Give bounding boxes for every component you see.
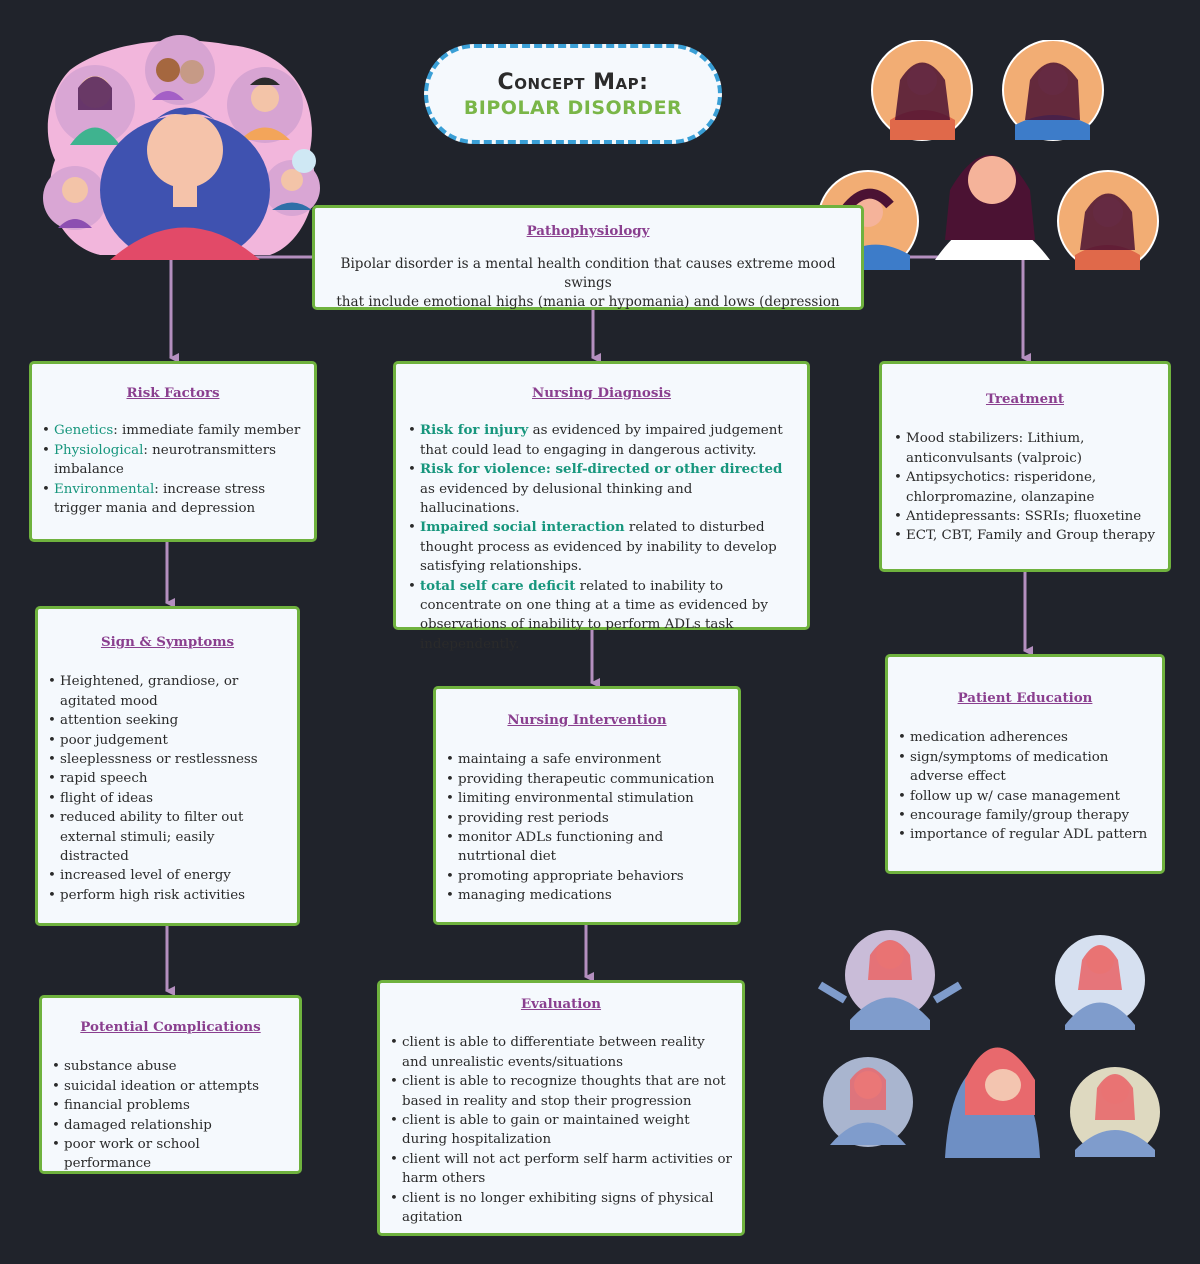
potential-complications-box: Potential Complications substance abuse … bbox=[39, 995, 302, 1174]
nursing-diagnosis-list: Risk for injury as evidenced by impaired… bbox=[408, 421, 795, 654]
signs-symptoms-heading: Sign & Symptoms bbox=[100, 634, 235, 650]
list-item: Environmental: increase stress trigger m… bbox=[42, 480, 304, 519]
nursing-diagnosis-box: Nursing Diagnosis Risk for injury as evi… bbox=[393, 361, 810, 652]
pathophysiology-box: Pathophysiology Bipolar disorder is a me… bbox=[312, 205, 864, 310]
treatment-box: Treatment Mood stabilizers: Lithium, ant… bbox=[879, 361, 1171, 572]
signs-symptoms-box: Sign & Symptoms Heightened, grandiose, o… bbox=[35, 606, 300, 926]
list-item: reduced ability to filter out external s… bbox=[48, 808, 287, 866]
list-item: providing therapeutic communication bbox=[446, 770, 728, 790]
risk-factors-heading: Risk Factors bbox=[126, 385, 220, 401]
pathophysiology-heading: Pathophysiology bbox=[526, 223, 650, 239]
list-item: client is able to differentiate between … bbox=[390, 1033, 732, 1072]
nursing-diagnosis-heading: Nursing Diagnosis bbox=[532, 385, 671, 401]
list-item: Mood stabilizers: Lithium, anticonvulsan… bbox=[894, 429, 1156, 468]
list-item: poor judgement bbox=[48, 731, 287, 751]
title-line2: BIPOLAR DISORDER bbox=[463, 96, 683, 119]
list-item: ECT, CBT, Family and Group therapy bbox=[894, 526, 1156, 546]
list-item: follow up w/ case management bbox=[898, 787, 1152, 807]
list-item: Genetics: immediate family member bbox=[42, 421, 304, 441]
nursing-intervention-box: Nursing Intervention maintaing a safe en… bbox=[433, 686, 741, 925]
pathophysiology-text-line2: that include emotional highs (mania or h… bbox=[336, 294, 840, 311]
title-badge: Concept Map: BIPOLAR DISORDER bbox=[424, 44, 722, 144]
pathophysiology-text: Bipolar disorder is a mental health cond… bbox=[315, 255, 861, 312]
list-item: total self care deficit related to inabi… bbox=[408, 577, 795, 655]
evaluation-heading: Evaluation bbox=[520, 996, 602, 1012]
list-item: client will not act perform self harm ac… bbox=[390, 1150, 732, 1189]
patient-education-heading: Patient Education bbox=[957, 690, 1093, 706]
potential-complications-heading: Potential Complications bbox=[80, 1019, 261, 1035]
list-item: perform high risk activities bbox=[48, 886, 287, 906]
list-item: medication adherences bbox=[898, 728, 1152, 748]
list-item: monitor ADLs functioning and nutrtional … bbox=[446, 828, 728, 867]
list-item: sleeplessness or restlessness bbox=[48, 750, 287, 770]
list-item: client is no longer exhibiting signs of … bbox=[390, 1189, 732, 1228]
list-item: poor work or school performance bbox=[52, 1135, 289, 1174]
list-item: client is able to recognize thoughts tha… bbox=[390, 1072, 732, 1111]
list-item: Risk for injury as evidenced by impaired… bbox=[408, 421, 795, 460]
list-item: increased level of energy bbox=[48, 866, 287, 886]
evaluation-list: client is able to differentiate between … bbox=[390, 1033, 732, 1227]
treatment-heading: Treatment bbox=[985, 391, 1065, 407]
list-item: Physiological: neurotransmitters imbalan… bbox=[42, 441, 304, 480]
treatment-list: Mood stabilizers: Lithium, anticonvulsan… bbox=[894, 429, 1156, 546]
list-item: damaged relationship bbox=[52, 1116, 289, 1136]
patient-education-box: Patient Education medication adherences … bbox=[885, 654, 1165, 874]
pathophysiology-text-line1: Bipolar disorder is a mental health cond… bbox=[340, 256, 836, 292]
emotions-collage-illustration bbox=[43, 35, 320, 260]
list-item: encourage family/group therapy bbox=[898, 806, 1152, 826]
list-item: promoting appropriate behaviors bbox=[446, 867, 728, 887]
signs-symptoms-list: Heightened, grandiose, or agitated mood … bbox=[48, 672, 287, 905]
list-item: client is able to gain or maintained wei… bbox=[390, 1111, 732, 1150]
risk-factors-box: Risk Factors Genetics: immediate family … bbox=[29, 361, 317, 542]
list-item: Heightened, grandiose, or agitated mood bbox=[48, 672, 287, 711]
list-item: providing rest periods bbox=[446, 809, 728, 829]
list-item: limiting environmental stimulation bbox=[446, 789, 728, 809]
patient-education-list: medication adherences sign/symptoms of m… bbox=[898, 728, 1152, 845]
potential-complications-list: substance abuse suicidal ideation or att… bbox=[52, 1057, 289, 1173]
list-item: attention seeking bbox=[48, 711, 287, 731]
nursing-intervention-list: maintaing a safe environment providing t… bbox=[446, 750, 728, 906]
evaluation-box: Evaluation client is able to differentia… bbox=[377, 980, 745, 1236]
list-item: sign/symptoms of medication adverse effe… bbox=[898, 748, 1152, 787]
distressed-woman-illustration bbox=[817, 930, 1160, 1158]
list-item: flight of ideas bbox=[48, 789, 287, 809]
list-item: Impaired social interaction related to d… bbox=[408, 518, 795, 576]
list-item: financial problems bbox=[52, 1096, 289, 1116]
risk-factors-list: Genetics: immediate family member Physio… bbox=[42, 421, 304, 518]
list-item: rapid speech bbox=[48, 769, 287, 789]
list-item: substance abuse bbox=[52, 1057, 289, 1077]
list-item: maintaing a safe environment bbox=[446, 750, 728, 770]
list-item: suicidal ideation or attempts bbox=[52, 1077, 289, 1097]
list-item: Antipsychotics: risperidone, chlorpromaz… bbox=[894, 468, 1156, 507]
list-item: managing medications bbox=[446, 886, 728, 906]
list-item: importance of regular ADL pattern bbox=[898, 825, 1152, 845]
nursing-intervention-heading: Nursing Intervention bbox=[507, 712, 667, 728]
list-item: Risk for violence: self-directed or othe… bbox=[408, 460, 795, 518]
title-line1: Concept Map: bbox=[497, 69, 649, 95]
list-item: Antidepressants: SSRIs; fluoxetine bbox=[894, 507, 1156, 527]
